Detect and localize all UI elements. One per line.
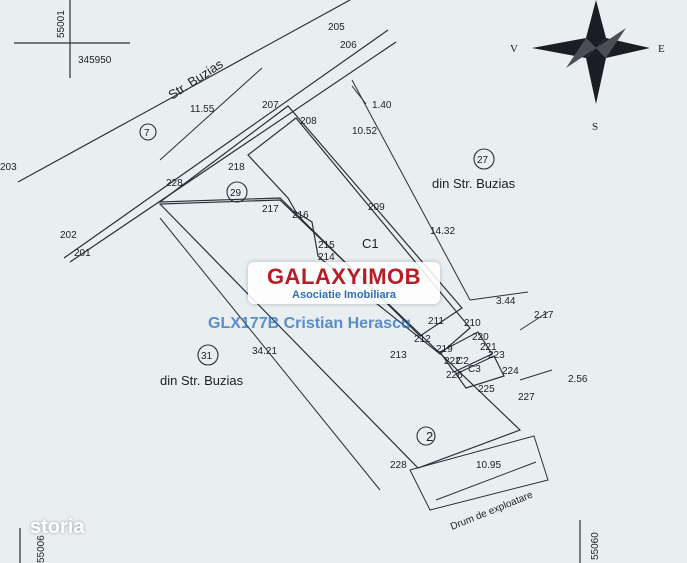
dimension-34-21: 34.21 xyxy=(252,346,277,357)
street-label-buzias: Str. Buzias xyxy=(165,56,226,103)
neighbor-caption-27: din Str. Buzias xyxy=(432,176,516,191)
point-label: 228 xyxy=(390,460,407,471)
dimension-11-55: 11.55 xyxy=(190,104,215,115)
point-label: 220 xyxy=(472,332,489,343)
coord-label-bottom-right: 55060 xyxy=(590,532,601,560)
dim-line-3-44 xyxy=(469,291,529,301)
plot-marker-29 xyxy=(226,181,248,203)
plot-number-7: 7 xyxy=(144,128,150,139)
street-line-2 xyxy=(63,29,389,259)
point-label: 211 xyxy=(428,316,444,327)
building-label-c1: C1 xyxy=(362,236,379,251)
building-c2-outline xyxy=(439,331,493,373)
watermark-logo-subtitle: Asociatie Imobiliara xyxy=(292,289,396,301)
dim-line-10-95 xyxy=(435,461,537,501)
plot-marker-31 xyxy=(197,344,219,366)
plot-number-2: 2 xyxy=(426,429,433,444)
compass-south-label: S xyxy=(592,121,598,133)
building-c3-outline xyxy=(455,355,505,389)
point-label: 226 xyxy=(446,370,463,381)
plot-marker-27 xyxy=(473,148,495,170)
dimension-10-95: 10.95 xyxy=(476,460,501,471)
compass-rose-icon xyxy=(532,0,650,104)
point-label: 222 xyxy=(444,356,461,367)
dimension-1-40: 1.40 xyxy=(372,100,392,111)
point-label: 214 xyxy=(318,252,335,263)
dim-line-2-17 xyxy=(519,311,549,331)
street-line-3 xyxy=(69,41,397,263)
building-label-c2: C2 xyxy=(456,356,469,367)
plot-number-27: 27 xyxy=(477,155,489,166)
point-label: 213 xyxy=(390,350,407,361)
point-label: 201 xyxy=(74,248,91,259)
dimension-3-44: 3.44 xyxy=(496,296,516,307)
plot-number-29: 29 xyxy=(230,188,242,199)
point-label: 219 xyxy=(436,344,453,355)
point-label: 227 xyxy=(518,392,535,403)
dimension-14-32: 14.32 xyxy=(430,226,455,237)
point-label: 202 xyxy=(60,230,77,241)
point-label: 208 xyxy=(300,116,317,127)
point-label: 225 xyxy=(478,384,495,395)
street-label-drum: Drum de exploatare xyxy=(449,490,535,533)
point-label: 223 xyxy=(488,350,505,361)
parcel-29-outline xyxy=(158,105,463,337)
point-label: 224 xyxy=(502,366,519,377)
point-label: 215 xyxy=(318,240,335,251)
point-label: 216 xyxy=(292,210,309,221)
building-label-c3: C3 xyxy=(468,364,481,375)
street-line-1 xyxy=(17,0,351,183)
plot-marker-7 xyxy=(139,123,157,141)
watermark-agent: GLX177B Cristian Herascu xyxy=(208,315,411,332)
dim-line-14-32 xyxy=(351,79,471,301)
coord-label-bottom-left: 55006 xyxy=(36,535,47,563)
point-label: 205 xyxy=(328,22,345,33)
dim-line-34-21 xyxy=(159,217,381,491)
point-label: 228 xyxy=(166,178,183,189)
point-label: 218 xyxy=(228,162,245,173)
parcel-2-outline xyxy=(158,199,522,469)
coord-label-east: 345950 xyxy=(78,55,112,66)
point-label: 221 xyxy=(480,342,497,353)
point-label: 210 xyxy=(464,318,481,329)
plot-marker-2 xyxy=(416,426,436,446)
point-label: 217 xyxy=(262,204,279,215)
neighbor-caption-31: din Str. Buzias xyxy=(160,373,244,388)
dimension-10-52: 10.52 xyxy=(352,126,377,137)
compass-west-label: V xyxy=(510,43,518,55)
dimension-2-56: 2.56 xyxy=(568,374,588,385)
watermark-logo-title: GALAXYIMOB xyxy=(266,264,422,289)
point-label: 206 xyxy=(340,40,357,51)
point-label: 203 xyxy=(0,162,17,173)
storia-logo: storia xyxy=(30,516,85,538)
point-label: 209 xyxy=(368,202,385,213)
plot-number-31: 31 xyxy=(201,351,213,362)
dim-line-2-56 xyxy=(519,369,553,381)
dim-line-11-55 xyxy=(159,67,263,161)
dim-line-1-40 xyxy=(351,85,367,105)
dimension-2-17: 2.17 xyxy=(534,310,554,321)
compass-east-label: E xyxy=(658,43,665,55)
watermark-logo: GALAXYIMOB Asociatie Imobiliara xyxy=(248,262,440,304)
point-label: 212 xyxy=(414,334,431,345)
access-road-outline xyxy=(409,435,549,511)
point-label: 207 xyxy=(262,100,279,111)
coord-label-top: 55001 xyxy=(56,10,67,38)
